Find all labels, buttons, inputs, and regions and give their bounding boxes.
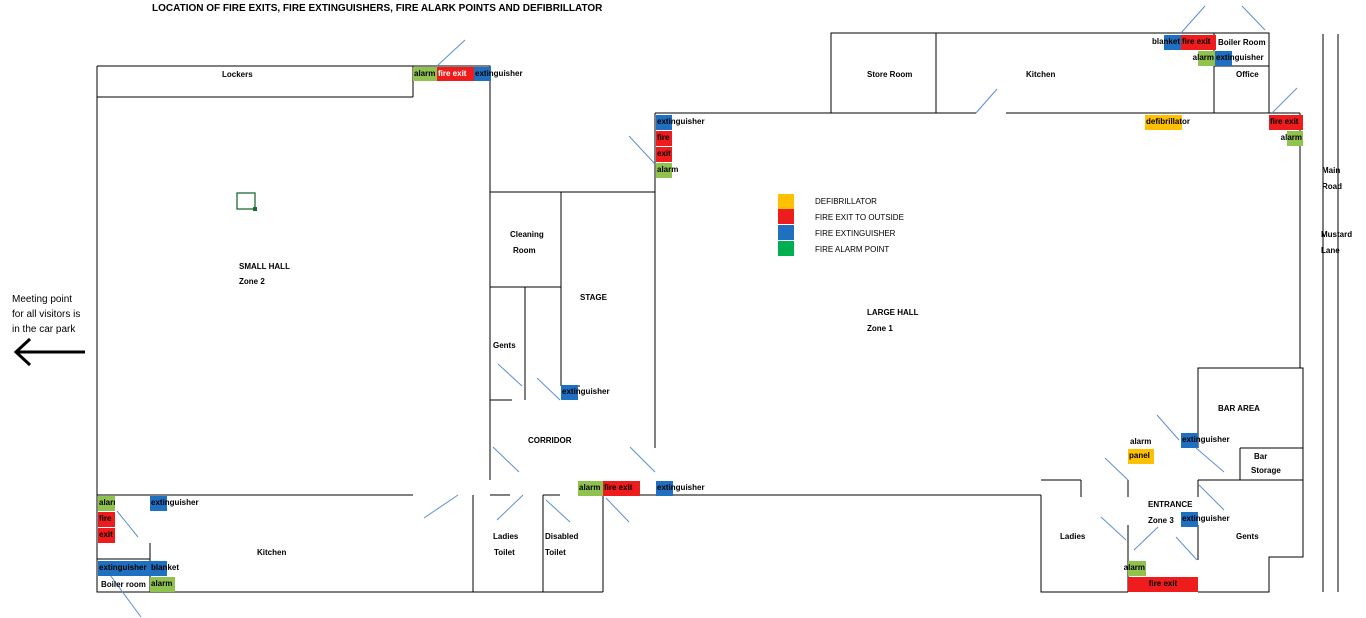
legend-label: FIRE EXIT TO OUTSIDE bbox=[815, 213, 904, 222]
alarm-marker: alarm bbox=[413, 67, 437, 81]
room-ladies-toilet: Toilet bbox=[494, 548, 515, 557]
legend-swatch-extinguisher bbox=[778, 225, 794, 240]
extinguisher-marker: extinguisher bbox=[150, 496, 199, 511]
alarm-marker: alarm bbox=[98, 496, 115, 511]
extinguisher-marker: extinguisher bbox=[561, 385, 610, 400]
room-disabled-toilet: Toilet bbox=[545, 548, 566, 557]
zone-label: Zone 1 bbox=[867, 324, 893, 333]
legend-label: DEFIBRILLATOR bbox=[815, 197, 877, 206]
defibrillator-marker: defibrillator bbox=[1145, 115, 1190, 130]
room-lockers: Lockers bbox=[222, 70, 253, 79]
legend-label: FIRE ALARM POINT bbox=[815, 245, 890, 254]
fire-exit-marker: exit bbox=[656, 147, 672, 162]
legend-swatch-defibrillator bbox=[778, 194, 794, 209]
arrow-left-icon bbox=[13, 337, 85, 367]
fire-exit-marker: fire bbox=[656, 131, 672, 146]
legend-swatch-fire-exit bbox=[778, 209, 794, 224]
room-bar-area: BAR AREA bbox=[1218, 404, 1260, 413]
zone-label: Zone 3 bbox=[1148, 516, 1174, 525]
extinguisher-marker: extinguisher bbox=[656, 115, 705, 130]
room-kitchen: Kitchen bbox=[257, 548, 287, 557]
road-main: Road bbox=[1322, 182, 1342, 191]
page-title: LOCATION OF FIRE EXITS, FIRE EXTINGUISHE… bbox=[152, 3, 603, 14]
fire-exit-marker: fire exit bbox=[1128, 577, 1198, 592]
room-ladies-toilet: Ladies bbox=[493, 532, 519, 541]
fire-exit-marker: fire exit bbox=[437, 67, 474, 81]
extinguisher-marker: extinguisher bbox=[98, 561, 150, 576]
room-corridor: CORRIDOR bbox=[528, 436, 572, 445]
room-bar-storage: Storage bbox=[1251, 466, 1281, 475]
road-mustard-lane: Mustard bbox=[1321, 230, 1353, 239]
fire-blanket-marker: blanket bbox=[150, 561, 179, 576]
road-main: Main bbox=[1322, 166, 1341, 175]
zone-label: Zone 2 bbox=[239, 277, 265, 286]
room-boiler: Boiler room bbox=[101, 580, 146, 589]
room-cleaning: Room bbox=[513, 246, 536, 255]
fire-exit-marker: fire exit bbox=[1181, 35, 1216, 50]
room-disabled-toilet: Disabled bbox=[545, 532, 579, 541]
room-entrance: ENTRANCE bbox=[1148, 500, 1193, 509]
room-cleaning: Cleaning bbox=[510, 230, 544, 239]
room-boiler: Boiler Room bbox=[1218, 38, 1266, 47]
road-mustard-lane: Lane bbox=[1321, 246, 1340, 255]
room-gents: Gents bbox=[493, 341, 516, 350]
alarm-marker: alarm bbox=[1281, 131, 1303, 146]
fire-exit-marker: exit bbox=[98, 528, 115, 543]
room-small-hall: SMALL HALL bbox=[239, 262, 290, 271]
extinguisher-marker: extinguisher bbox=[474, 67, 523, 81]
meeting-point-line: for all visitors is bbox=[12, 309, 81, 320]
alarm-panel-marker: panel bbox=[1128, 449, 1154, 464]
fire-exit-marker: fire bbox=[98, 512, 115, 527]
alarm-marker: alarm bbox=[1193, 51, 1215, 66]
room-kitchen: Kitchen bbox=[1026, 70, 1056, 79]
extinguisher-marker: extinguisher bbox=[1181, 433, 1230, 448]
room-office: Office bbox=[1236, 70, 1259, 79]
fire-exit-marker: fire exit bbox=[603, 481, 640, 496]
alarm-marker: alarm bbox=[1124, 561, 1146, 576]
room-bar-storage: Bar bbox=[1254, 452, 1268, 461]
room-stage: STAGE bbox=[580, 293, 607, 302]
extinguisher-marker: extinguisher bbox=[656, 481, 705, 496]
alarm-marker: alarm bbox=[150, 577, 175, 592]
room-gents: Gents bbox=[1236, 532, 1259, 541]
legend-swatch-alarm bbox=[778, 241, 794, 256]
extinguisher-marker: extinguisher bbox=[1215, 51, 1264, 66]
walls bbox=[96, 32, 1339, 593]
meeting-point-line: in the car park bbox=[12, 324, 76, 335]
room-large-hall: LARGE HALL bbox=[867, 308, 919, 317]
room-ladies: Ladies bbox=[1060, 532, 1086, 541]
door-swings bbox=[109, 5, 1298, 618]
fire-blanket-marker: blanket bbox=[1152, 35, 1181, 50]
fire-exit-marker: fire exit bbox=[1269, 115, 1303, 130]
alarm-marker: alarm bbox=[656, 163, 678, 178]
alarm-marker: alarm bbox=[578, 481, 603, 496]
legend-label: FIRE EXTINGUISHER bbox=[815, 229, 896, 238]
extinguisher-marker: extinguisher bbox=[1181, 512, 1230, 527]
meeting-point-line: Meeting point bbox=[12, 294, 73, 305]
alarm-panel-label: alarm bbox=[1130, 437, 1152, 446]
meeting-point-note: Meeting point for all visitors is in the… bbox=[12, 292, 80, 337]
room-store: Store Room bbox=[867, 70, 913, 79]
